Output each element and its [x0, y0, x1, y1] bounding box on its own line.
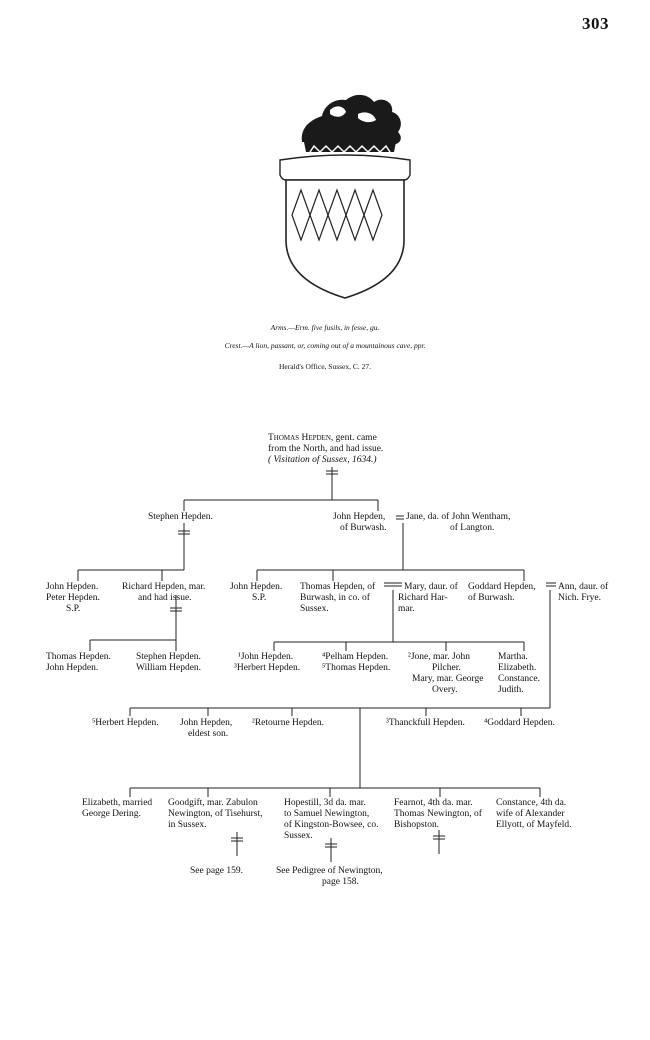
gen3-c2: S.P. [252, 593, 267, 603]
gen6-d2: Thomas Newington, of [394, 809, 482, 819]
gen3-b1: Richard Hepden, mar. [122, 582, 206, 592]
gen4-e2: Pilcher. [432, 663, 461, 673]
gen4-a2: John Hepden. [46, 663, 99, 673]
gen3-g1: Ann, daur. of [558, 582, 609, 592]
gen5-e: ⁴Goddard Hepden. [484, 718, 555, 728]
gen5-b2: eldest son. [188, 729, 229, 739]
gen6-c4: Sussex. [284, 831, 313, 841]
crest-blazon: Crest.—A lion, passant, or, coming out o… [224, 341, 426, 350]
gen6-d1: Fearnot, 4th da. mar. [394, 798, 473, 808]
gen6-d3: Bishopston. [394, 820, 440, 830]
ref-page-159: See page 159. [190, 866, 244, 876]
gen3-f1: Goddard Hepden, [468, 582, 536, 592]
john-hepden-burwash: John Hepden, [333, 512, 386, 522]
root-line-3: ( Visitation of Sussex, 1634.) [268, 455, 377, 465]
gen5-b1: John Hepden, [180, 718, 233, 728]
source-reference: Herald's Office, Sussex, C. 27. [278, 362, 372, 371]
jane-wentham: Jane, da. of John Wentham, [406, 512, 511, 522]
ref-pedigree-newington: See Pedigree of Newington, [276, 866, 383, 876]
gen5-c: ²Retourne Hepden. [252, 718, 324, 728]
gen4-e4: Overy. [432, 685, 458, 695]
gen6-e3: Ellyott, of Mayfeld. [496, 820, 572, 830]
gen3-f2: of Burwash. [468, 593, 515, 603]
gen5-a: ⁵Herbert Hepden. [92, 718, 159, 728]
gen4-e1: ²Jone, mar. John [408, 652, 470, 662]
arms-blazon: Arms.—Erm. five fusils, in fesse, gu. [270, 323, 380, 332]
gen3-e2: Richard Har- [398, 593, 448, 603]
crest-lion-icon [301, 94, 401, 154]
gen4-f2: Elizabeth. [498, 663, 537, 673]
jane-wentham-2: of Langton. [450, 523, 495, 533]
gen4-f4: Judith. [498, 685, 524, 695]
root-line-1: Thomas Hepden, gent. came [268, 433, 377, 443]
gen6-b1: Goodgift, mar. Zabulon [168, 798, 258, 808]
gen6-b3: in Sussex. [168, 820, 207, 830]
gen6-a2: George Dering. [82, 809, 141, 819]
ref-page-158: page 158. [322, 877, 359, 887]
gen4-d1: ⁴Pelham Hepden. [322, 652, 389, 662]
gen4-e3: Mary, mar. George [412, 674, 484, 684]
page-number: 303 [582, 14, 609, 33]
gen3-g2: Nich. Frye. [558, 593, 602, 603]
gen3-a2: Peter Hepden. [46, 593, 100, 603]
gen4-b2: William Hepden. [136, 663, 202, 673]
gen4-c1: ¹John Hepden. [238, 652, 294, 662]
gen4-c2: ³Herbert Hepden. [234, 663, 301, 673]
gen6-b2: Newington, of Tisehurst, [168, 809, 263, 819]
gen6-e2: wife of Alexander [496, 809, 565, 819]
gen3-b2: and had issue. [138, 593, 192, 603]
gen3-d2: Burwash, in co. of [300, 593, 370, 603]
gen6-c2: to Samuel Newington, [284, 809, 370, 819]
gen4-b1: Stephen Hepden. [136, 652, 201, 662]
gen4-f1: Martha. [498, 652, 528, 662]
root-line-2: from the North, and had issue. [268, 444, 384, 454]
gen3-e1: Mary, daur. of [404, 582, 458, 592]
stephen-hepden: Stephen Hepden. [148, 512, 213, 522]
gen4-a1: Thomas Hepden. [46, 652, 111, 662]
gen6-c1: Hopestill, 3d da. mar. [284, 798, 366, 808]
gen6-c3: of Kingston-Bowsee, co. [284, 820, 379, 830]
gen3-a3: S.P. [66, 604, 81, 614]
shield-icon [279, 154, 411, 299]
gen3-d1: Thomas Hepden, of [300, 582, 376, 592]
coat-of-arms [279, 94, 411, 299]
gen6-e1: Constance, 4th da. [496, 798, 567, 808]
gen3-e3: mar. [398, 604, 415, 614]
gen4-f3: Constance. [498, 674, 540, 684]
gen5-d: ³Thanckfull Hepden. [386, 718, 465, 728]
john-hepden-burwash-2: of Burwash. [340, 523, 387, 533]
gen3-c1: John Hepden. [230, 582, 283, 592]
gen4-d2: ⁵Thomas Hepden. [322, 663, 391, 673]
gen3-a1: John Hepden. [46, 582, 99, 592]
gen3-d3: Sussex. [300, 604, 329, 614]
gen6-a1: Elizabeth, married [82, 798, 153, 808]
